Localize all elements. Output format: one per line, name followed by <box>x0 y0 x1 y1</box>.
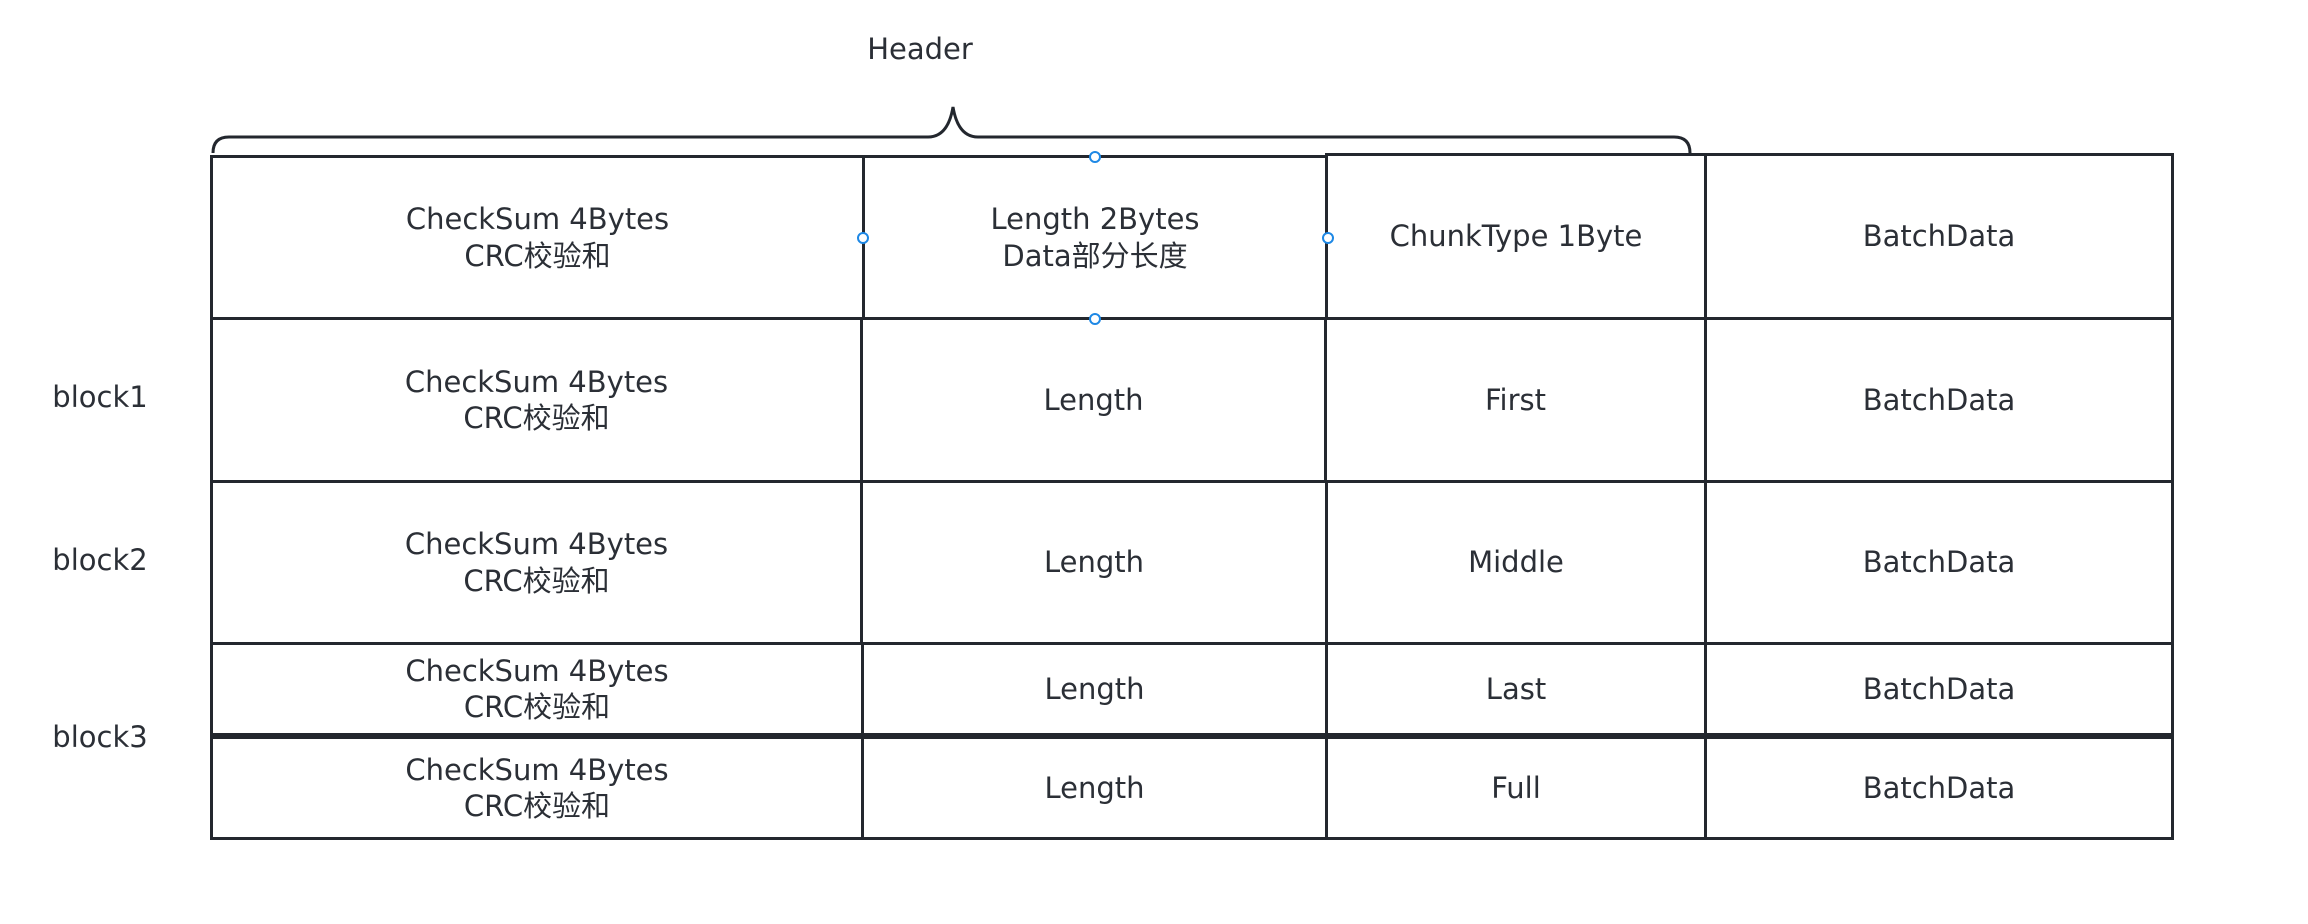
selection-handle-bottom[interactable] <box>1089 313 1101 325</box>
block2-label: block2 <box>52 543 148 577</box>
cell-text: CRC校验和 <box>464 238 611 273</box>
cell-text: CheckSum 4Bytes <box>405 653 669 688</box>
cell-text: CheckSum 4Bytes <box>404 364 669 399</box>
block1-length-cell[interactable]: Length <box>860 317 1327 483</box>
cell-text: CRC校验和 <box>463 401 610 435</box>
selection-handle-top[interactable] <box>1089 151 1101 163</box>
header-label: Header <box>867 32 973 66</box>
cell-text: CRC校验和 <box>463 789 611 823</box>
block1-label: block1 <box>52 380 148 414</box>
cell-text: Length <box>1043 545 1145 580</box>
cell-text: BatchData <box>1862 545 2016 580</box>
cell-text: Middle <box>1468 545 1564 580</box>
cell-text: BatchData <box>1862 671 2016 706</box>
block2-batchdata-cell[interactable]: BatchData <box>1704 480 2174 645</box>
cell-text: CheckSum 4Bytes <box>405 202 670 237</box>
block3-full-batchdata-cell[interactable]: BatchData <box>1704 736 2174 840</box>
block1-batchdata-cell[interactable]: BatchData <box>1704 317 2174 483</box>
block3-label: block3 <box>52 720 148 754</box>
cell-text: CRC校验和 <box>463 690 611 724</box>
cell-text: Length <box>1044 671 1145 706</box>
cell-text: Full <box>1491 770 1541 805</box>
cell-text: BatchData <box>1862 382 2016 417</box>
cell-text: Length <box>1043 382 1144 417</box>
cell-text: BatchData <box>1862 770 2016 805</box>
block3-full-length-cell[interactable]: Length <box>861 736 1328 840</box>
cell-text: CheckSum 4Bytes <box>404 527 669 562</box>
cell-text: BatchData <box>1862 219 2016 254</box>
header-chunktype-cell[interactable]: ChunkType 1Byte <box>1325 153 1707 320</box>
cell-text: First <box>1484 382 1547 417</box>
cell-text: ChunkType 1Byte <box>1389 219 1643 254</box>
block1-chunktype-cell[interactable]: First <box>1324 317 1707 483</box>
block3-full-chunktype-cell[interactable]: Full <box>1325 736 1707 840</box>
cell-text: CRC校验和 <box>463 563 610 598</box>
cell-text: Length <box>1044 770 1145 805</box>
cell-text: Data部分长度 <box>1002 238 1188 273</box>
block2-length-cell[interactable]: Length <box>860 480 1328 645</box>
cell-text: Length 2Bytes <box>990 202 1200 237</box>
cell-text: Last <box>1485 671 1547 706</box>
selection-handle-right[interactable] <box>1322 232 1334 244</box>
block2-chunktype-cell[interactable]: Middle <box>1325 480 1707 645</box>
cell-text: CheckSum 4Bytes <box>405 752 669 787</box>
block3-last-chunktype-cell[interactable]: Last <box>1325 642 1707 736</box>
header-batchdata-cell[interactable]: BatchData <box>1704 153 2174 320</box>
block3-last-batchdata-cell[interactable]: BatchData <box>1704 642 2174 736</box>
block3-last-length-cell[interactable]: Length <box>861 642 1328 736</box>
selection-handle-left[interactable] <box>857 232 869 244</box>
